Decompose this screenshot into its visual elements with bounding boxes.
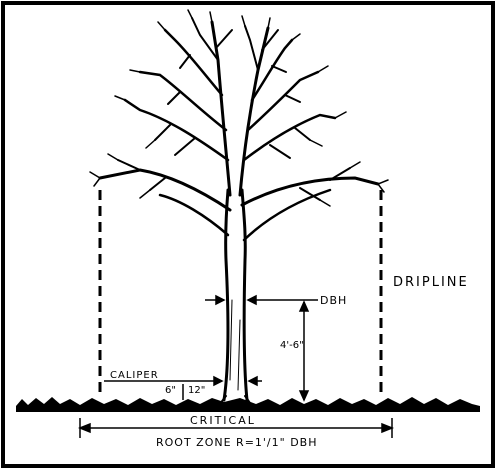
dripline-label: DRIPLINE	[393, 275, 469, 290]
caliper-low-label: 6"	[165, 385, 176, 396]
caliper-label: CALIPER	[110, 370, 159, 381]
dbh-height-label: 4'-6"	[280, 340, 304, 351]
root-zone-label: ROOT ZONE R=1'/1" DBH	[156, 436, 317, 449]
dripline-markers	[98, 190, 383, 396]
critical-label: CRITICAL	[190, 414, 256, 427]
tree-crown	[89, 9, 389, 242]
dbh-height-dimension	[298, 300, 310, 402]
caliper-high-label: 12"	[188, 385, 205, 396]
tree-trunk	[217, 188, 253, 407]
dbh-label: DBH	[320, 294, 347, 307]
caliper-dimension	[104, 375, 262, 400]
root-zone-dimension	[77, 418, 395, 438]
dbh-dimension	[205, 294, 318, 306]
